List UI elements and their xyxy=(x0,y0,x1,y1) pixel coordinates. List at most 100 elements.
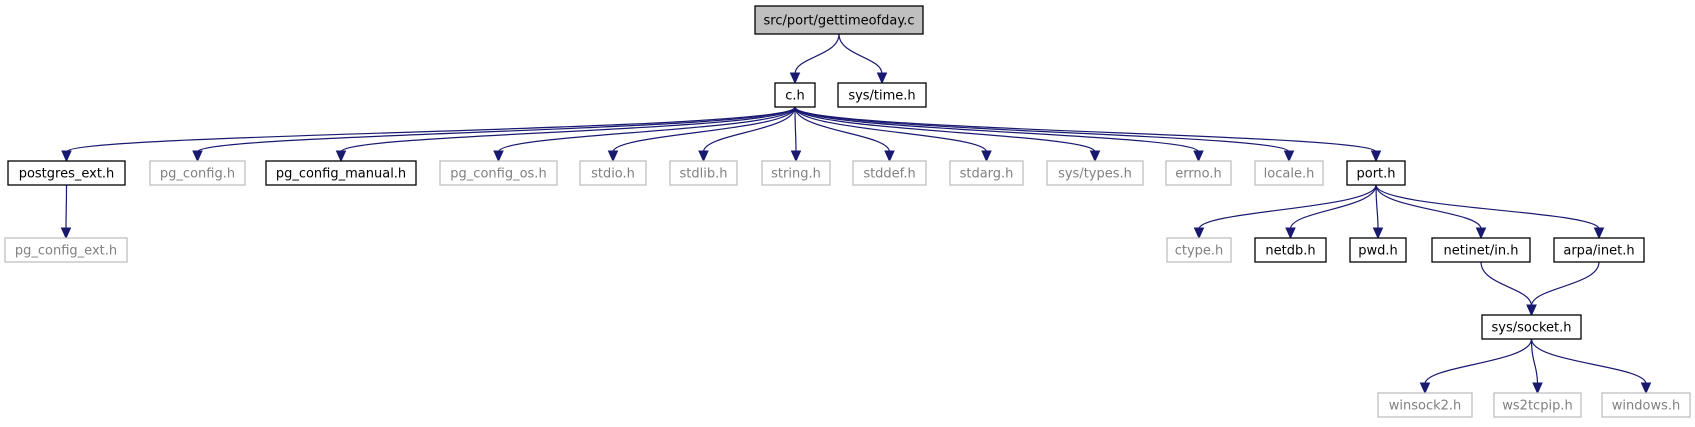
edge-sys-socket-h-to-ws2tcpip-h xyxy=(1530,338,1543,395)
edge-line xyxy=(1375,184,1482,230)
node-winsock2-h: winsock2.h xyxy=(1377,392,1473,418)
arrowhead xyxy=(1532,382,1543,395)
node-label: pg_config_os.h xyxy=(450,167,546,182)
node-box xyxy=(949,160,1024,186)
edge-c-h-to-stdarg-h xyxy=(794,106,992,163)
node-netdb-h[interactable]: netdb.h xyxy=(1254,237,1327,263)
edge-root-to-c-h xyxy=(789,33,840,85)
arrowhead xyxy=(1372,227,1384,240)
edge-c-h-to-port-h xyxy=(794,106,1382,163)
arrowhead xyxy=(335,150,347,163)
node-box xyxy=(754,5,924,35)
edge-line xyxy=(1424,338,1533,385)
edge-line xyxy=(1530,338,1539,385)
arrowhead xyxy=(1089,150,1101,163)
edge-port-h-to-netdb-h xyxy=(1285,184,1377,240)
node-label: pwd.h xyxy=(1358,244,1398,259)
node-box xyxy=(4,237,128,263)
node-label: stdarg.h xyxy=(960,167,1014,182)
node-pg-config-manual-h[interactable]: pg_config_manual.h xyxy=(265,160,417,186)
node-label: errno.h xyxy=(1175,167,1222,182)
node-label: ctype.h xyxy=(1175,244,1224,259)
node-box xyxy=(761,160,831,186)
node-label: locale.h xyxy=(1264,167,1315,182)
node-box xyxy=(1166,237,1232,263)
node-box xyxy=(1601,392,1691,418)
node-label: netinet/in.h xyxy=(1444,244,1519,259)
edge-line xyxy=(1289,184,1377,230)
arrowhead xyxy=(790,150,802,163)
node-c-h[interactable]: c.h xyxy=(774,82,816,108)
node-label: postgres_ext.h xyxy=(19,167,115,182)
edge-line xyxy=(794,106,1290,153)
arrowhead xyxy=(698,150,709,163)
node-netinet-in-h[interactable]: netinet/in.h xyxy=(1431,237,1531,263)
edge-line xyxy=(1530,338,1647,385)
edge-sys-socket-h-to-winsock2-h xyxy=(1419,338,1533,395)
node-stdio-h: stdio.h xyxy=(579,160,647,186)
node-stddef-h: stddef.h xyxy=(852,160,927,186)
node-sys-socket-h[interactable]: sys/socket.h xyxy=(1481,314,1582,340)
node-box xyxy=(265,160,417,186)
arrowhead xyxy=(1640,382,1652,395)
node-label: netdb.h xyxy=(1265,244,1315,259)
node-windows-h: windows.h xyxy=(1601,392,1691,418)
edge-line xyxy=(838,33,883,75)
edge-line xyxy=(1198,184,1377,230)
node-port-h[interactable]: port.h xyxy=(1346,160,1406,186)
node-box xyxy=(837,82,927,108)
node-label: stdlib.h xyxy=(680,167,728,182)
edge-c-h-to-pg-config-os-h xyxy=(493,106,796,163)
edge-line xyxy=(1375,184,1379,230)
arrowhead xyxy=(1526,304,1537,317)
node-label: sys/time.h xyxy=(848,89,915,104)
node-label: winsock2.h xyxy=(1389,399,1462,414)
edge-line xyxy=(1530,261,1600,307)
node-box xyxy=(579,160,647,186)
node-label: sys/socket.h xyxy=(1491,321,1571,336)
node-pg-config-ext-h: pg_config_ext.h xyxy=(4,237,128,263)
edge-c-h-to-postgres-ext-h xyxy=(61,106,796,163)
arrowhead xyxy=(1283,150,1295,163)
edge-line xyxy=(794,33,840,75)
edge-line xyxy=(794,106,1377,153)
node-label: c.h xyxy=(785,89,805,104)
node-box xyxy=(1377,392,1473,418)
node-box xyxy=(1481,314,1582,340)
node-box xyxy=(1046,160,1144,186)
node-pwd-h[interactable]: pwd.h xyxy=(1349,237,1407,263)
edge-c-h-to-pg-config-h xyxy=(192,106,796,163)
node-box xyxy=(774,82,816,108)
node-box xyxy=(7,160,126,186)
node-box xyxy=(149,160,246,186)
node-locale-h: locale.h xyxy=(1254,160,1324,186)
node-sys-time-h[interactable]: sys/time.h xyxy=(837,82,927,108)
edge-c-h-to-errno-h xyxy=(794,106,1204,163)
node-stdarg-h: stdarg.h xyxy=(949,160,1024,186)
arrowhead xyxy=(1285,227,1296,240)
node-label: ws2tcpip.h xyxy=(1502,399,1572,414)
edge-line xyxy=(794,106,988,153)
node-ctype-h: ctype.h xyxy=(1166,237,1232,263)
node-box xyxy=(1493,392,1582,418)
node-pg-config-os-h: pg_config_os.h xyxy=(439,160,558,186)
arrowhead xyxy=(1475,227,1487,240)
node-box xyxy=(1254,237,1327,263)
node-errno-h: errno.h xyxy=(1165,160,1232,186)
node-root[interactable]: src/port/gettimeofday.c xyxy=(754,5,924,35)
node-arpa-inet-h[interactable]: arpa/inet.h xyxy=(1553,237,1645,263)
arrowhead xyxy=(61,150,72,163)
edge-port-h-to-ctype-h xyxy=(1193,184,1377,240)
edge-c-h-to-stdio-h xyxy=(607,106,796,163)
edge-c-h-to-sys-types-h xyxy=(794,106,1101,163)
edge-sys-socket-h-to-windows-h xyxy=(1530,338,1652,395)
edge-c-h-to-stdlib-h xyxy=(698,106,796,163)
arrowhead xyxy=(493,150,504,163)
arrowhead xyxy=(192,150,203,163)
edge-line xyxy=(794,106,891,153)
arrowhead xyxy=(1370,150,1382,163)
edge-c-h-to-pg-config-manual-h xyxy=(335,106,796,163)
node-pg-config-h: pg_config.h xyxy=(149,160,246,186)
node-postgres-ext-h[interactable]: postgres_ext.h xyxy=(7,160,126,186)
